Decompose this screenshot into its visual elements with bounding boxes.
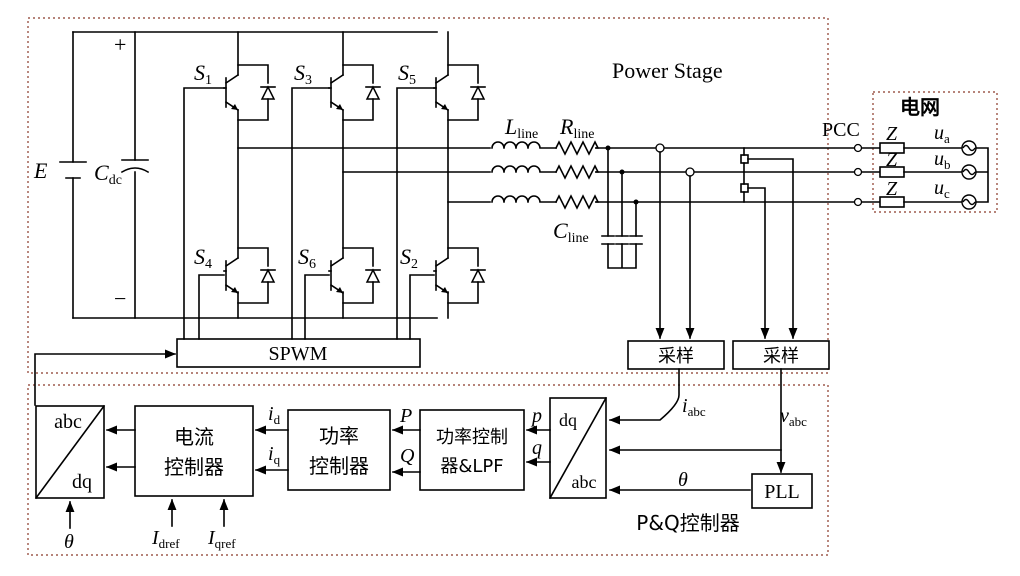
pll-theta-label: θ [678, 469, 688, 491]
line-inductor-label: Lline [504, 114, 538, 142]
idref-label: Idref [151, 527, 180, 551]
cap-star [607, 243, 637, 269]
resistor-1 [554, 164, 600, 180]
grid-source-2 [961, 194, 977, 210]
id-label: id [268, 403, 281, 427]
current-controller-block [134, 405, 254, 497]
grid-impedance-a: Z [886, 123, 898, 145]
grid-title: 电网 [900, 95, 940, 119]
switch-group [223, 64, 486, 304]
grid-phase-b: ub [934, 148, 951, 172]
P-label: P [399, 405, 412, 427]
line-inductors [491, 141, 557, 203]
power-controller-line1: 功率 [319, 424, 359, 448]
inductor-2 [491, 195, 557, 203]
q-label: q [532, 437, 542, 459]
spwm-label: SPWM [269, 343, 328, 365]
power-controller-line2: 控制器 [309, 454, 369, 478]
pcc-to-grid [861, 147, 881, 203]
controller-title: P&Q控制器 [636, 511, 739, 535]
switch-s6-label: S6 [298, 244, 316, 272]
grid-source-1 [961, 164, 977, 180]
spwm-block [176, 338, 421, 368]
inductor-0 [491, 141, 557, 149]
abc-dq-top-label: abc [54, 411, 82, 433]
dc-minus-label: − [114, 286, 126, 311]
dq-abc-top-label: dq [559, 410, 577, 430]
switch-s4-label: S4 [194, 244, 212, 272]
vabc-label: vabc [780, 405, 807, 429]
grid-phase-a: ua [934, 122, 950, 146]
iqref-label: Iqref [207, 527, 236, 551]
Q-label: Q [400, 445, 415, 467]
current-sensor-a [655, 143, 665, 153]
iabc-signal [608, 368, 680, 425]
line-resistors [554, 140, 600, 210]
abc-dq-bottom-label: dq [72, 471, 92, 493]
controller-frame [27, 384, 829, 556]
switch-s2-label: S2 [400, 244, 418, 272]
phase-lines [595, 147, 855, 203]
iabc-label: iabc [682, 395, 706, 419]
switch-s1-label: S1 [194, 60, 212, 88]
dc-source-symbol [59, 161, 87, 179]
dc-cap-plate-bottom [120, 167, 150, 174]
iq-label: iq [268, 443, 281, 467]
grid-impedance-c: Z [886, 178, 898, 200]
pll-block [751, 473, 813, 509]
dc-source-label: E [33, 158, 48, 183]
sample-block-voltage [732, 340, 830, 370]
gate-wires-lower [198, 274, 435, 340]
pcc-label: PCC [822, 119, 860, 141]
abc-dq-theta-label: θ [64, 531, 74, 553]
gate-wires-upper [183, 87, 435, 340]
resistor-2 [554, 194, 600, 210]
sample-label-voltage: 采样 [763, 346, 799, 367]
sample-label-current: 采样 [658, 346, 694, 367]
dc-cap-label: Cdc [94, 160, 122, 188]
grid-frame [872, 91, 998, 213]
current-controller-line2: 控制器 [164, 455, 224, 479]
abc-dq-to-spwm [34, 349, 177, 406]
grid-neutral [975, 147, 989, 203]
switch-s4-igbt [223, 247, 276, 304]
switch-s6-igbt [328, 247, 381, 304]
switch-s2-igbt [433, 247, 486, 304]
line-cap-label: Cline [553, 218, 589, 246]
current-controller-line1: 电流 [174, 425, 214, 449]
sample-block-current [627, 340, 725, 370]
grid-phase-c: uc [934, 177, 950, 201]
inductor-1 [491, 165, 557, 173]
voltage-sensor-bc [740, 183, 749, 193]
power-controller-block [287, 409, 391, 491]
power-stage-frame [27, 17, 829, 374]
grid-source-0 [961, 140, 977, 156]
grid-sources [961, 140, 977, 210]
p-label: p [530, 405, 542, 427]
switch-s3-igbt [328, 64, 381, 121]
grid-lines [903, 147, 963, 203]
power-stage-title: Power Stage [612, 58, 723, 83]
line-resistor-label: Rline [559, 114, 594, 142]
pq-lpf-block [419, 409, 525, 491]
pq-lpf-line2: 器&LPF [440, 456, 503, 477]
switch-s3-label: S3 [294, 60, 312, 88]
pll-label: PLL [764, 481, 800, 503]
switch-s1-igbt [223, 64, 276, 121]
dc-plus-label: + [114, 32, 126, 57]
switch-s5-igbt [433, 64, 486, 121]
cap-taps [607, 147, 637, 237]
dc-rails [72, 31, 438, 319]
current-sensor-b [685, 167, 695, 177]
grid-impedance-b: Z [886, 149, 898, 171]
dq-abc-bottom-label: abc [572, 472, 597, 492]
pq-lpf-line1: 功率控制 [436, 427, 508, 448]
leg-outputs [237, 147, 491, 203]
resistor-0 [554, 140, 600, 156]
switch-s5-label: S5 [398, 60, 416, 88]
voltage-sensor-ab [740, 154, 749, 164]
